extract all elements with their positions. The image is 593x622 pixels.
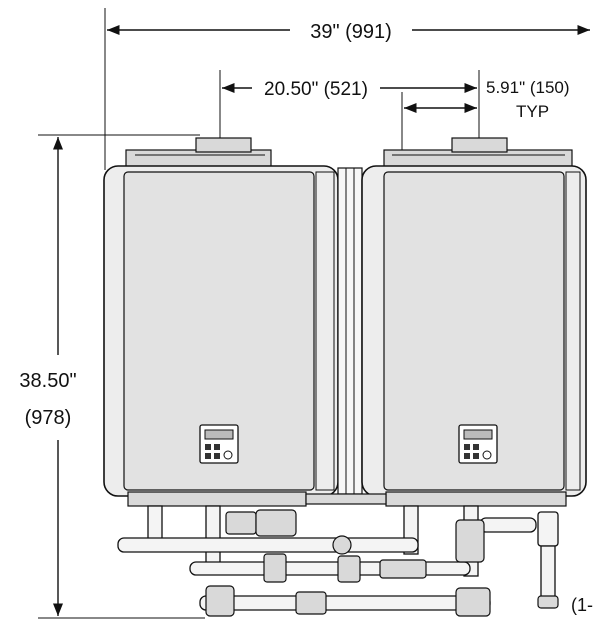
horizontal-pipe <box>479 517 537 533</box>
vent-collar-right <box>451 137 508 153</box>
valve-fitting <box>225 511 257 535</box>
offset-value-label: 5.91" (150) <box>486 78 570 97</box>
horizontal-pipe <box>117 537 419 553</box>
button-icon[interactable] <box>473 453 479 459</box>
horizontal-pipe <box>189 561 471 576</box>
valve-fitting <box>379 559 427 579</box>
bottom-piping <box>117 491 567 617</box>
control-panel-left[interactable] <box>199 424 239 464</box>
bottom-rail-center <box>305 493 387 505</box>
button-icon[interactable] <box>464 444 470 450</box>
valve-fitting <box>332 535 352 555</box>
power-button-icon[interactable] <box>223 450 233 460</box>
center-spacer <box>337 167 363 495</box>
button-icon[interactable] <box>205 444 211 450</box>
control-panel-right[interactable] <box>458 424 498 464</box>
button-icon[interactable] <box>205 453 211 459</box>
front-panel-right <box>383 171 565 491</box>
button-icon[interactable] <box>473 444 479 450</box>
valve-fitting <box>295 591 327 615</box>
offset-note-label: TYP <box>516 102 549 121</box>
display-screen-left <box>204 429 234 440</box>
valve-fitting <box>455 519 485 563</box>
unit-spacing-label: 20.50" (521) <box>264 79 368 100</box>
top-rail <box>125 137 573 169</box>
valve-fitting <box>455 587 491 617</box>
height-imperial-label: 38.50" <box>19 370 76 392</box>
relief-drain-pipe <box>540 545 556 605</box>
horizontal-pipe <box>199 595 491 611</box>
button-icon[interactable] <box>464 453 470 459</box>
relief-valve <box>537 511 559 547</box>
water-heater-left <box>103 165 339 497</box>
vent-collar-left <box>195 137 252 153</box>
bottom-rail-right <box>385 491 567 507</box>
power-button-icon[interactable] <box>482 450 492 460</box>
center-channel <box>337 167 363 495</box>
valve-fitting <box>337 555 361 583</box>
display-screen-right <box>463 429 493 440</box>
drop-pipe <box>205 505 221 567</box>
bottom-rail-left <box>127 491 307 507</box>
cut-off-label: (1- <box>571 595 593 615</box>
overall-width-label: 39" (991) <box>310 21 392 43</box>
height-dimension: 38.50" (978) <box>19 134 205 619</box>
front-panel-left <box>123 171 315 491</box>
side-trim-left <box>315 171 335 491</box>
valve-fitting <box>263 553 287 583</box>
button-icon[interactable] <box>214 453 220 459</box>
valve-fitting <box>205 585 235 617</box>
button-icon[interactable] <box>214 444 220 450</box>
overall-width-dimension: 39" (991) <box>104 8 590 170</box>
side-trim-right <box>565 171 581 491</box>
valve-fitting <box>255 509 297 537</box>
height-metric-label: (978) <box>25 407 72 429</box>
relief-drain-cap <box>537 595 559 609</box>
water-heater-right <box>361 165 587 497</box>
